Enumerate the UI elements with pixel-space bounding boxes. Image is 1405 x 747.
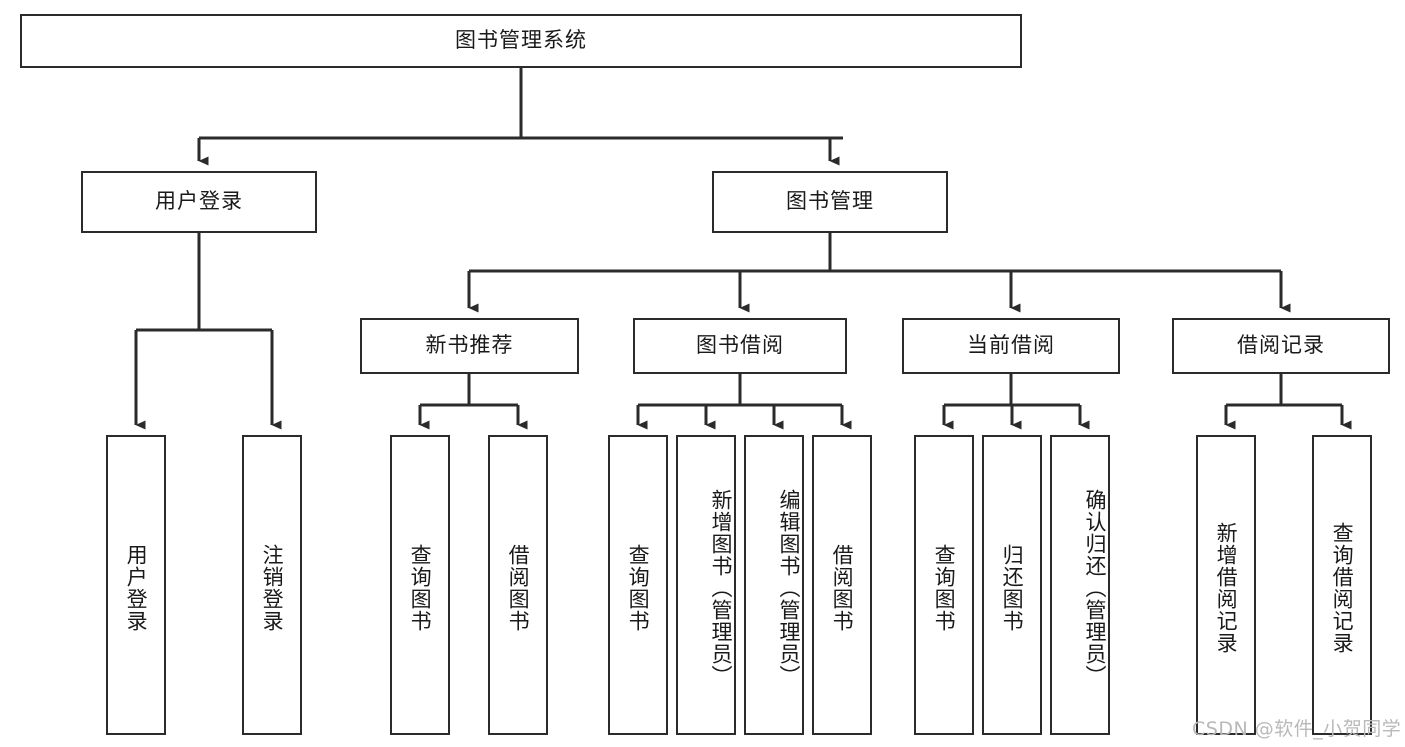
- node-leaf-query-borrow-record[interactable]: 查询借阅记录: [1312, 435, 1372, 735]
- node-root[interactable]: 图书管理系统: [20, 14, 1022, 68]
- node-leaf-confirm-return[interactable]: 确认归还（管理员）: [1050, 435, 1110, 735]
- node-leaf-edit-book[interactable]: 编辑图书（管理员）: [744, 435, 804, 735]
- node-current-borrow[interactable]: 当前借阅: [902, 318, 1120, 374]
- node-leaf-user-login[interactable]: 用户登录: [106, 435, 166, 735]
- node-borrow-record[interactable]: 借阅记录: [1172, 318, 1390, 374]
- node-book-borrow[interactable]: 图书借阅: [633, 318, 847, 374]
- node-leaf-borrow-book[interactable]: 借阅图书: [812, 435, 872, 735]
- node-leaf-query-book-current[interactable]: 查询图书: [914, 435, 974, 735]
- node-leaf-return-book[interactable]: 归还图书: [982, 435, 1042, 735]
- node-book-manage[interactable]: 图书管理: [712, 171, 948, 233]
- node-leaf-add-borrow-record[interactable]: 新增借阅记录: [1196, 435, 1256, 735]
- csdn-watermark: CSDN @软件_小贺同学: [1192, 718, 1402, 740]
- node-leaf-add-book[interactable]: 新增图书（管理员）: [676, 435, 736, 735]
- node-new-book-recommend[interactable]: 新书推荐: [360, 318, 579, 374]
- node-user-login[interactable]: 用户登录: [81, 171, 317, 233]
- node-leaf-logout[interactable]: 注销登录: [242, 435, 302, 735]
- node-leaf-query-book-recommend[interactable]: 查询图书: [390, 435, 450, 735]
- node-leaf-query-book[interactable]: 查询图书: [608, 435, 668, 735]
- node-leaf-borrow-book-recommend[interactable]: 借阅图书: [488, 435, 548, 735]
